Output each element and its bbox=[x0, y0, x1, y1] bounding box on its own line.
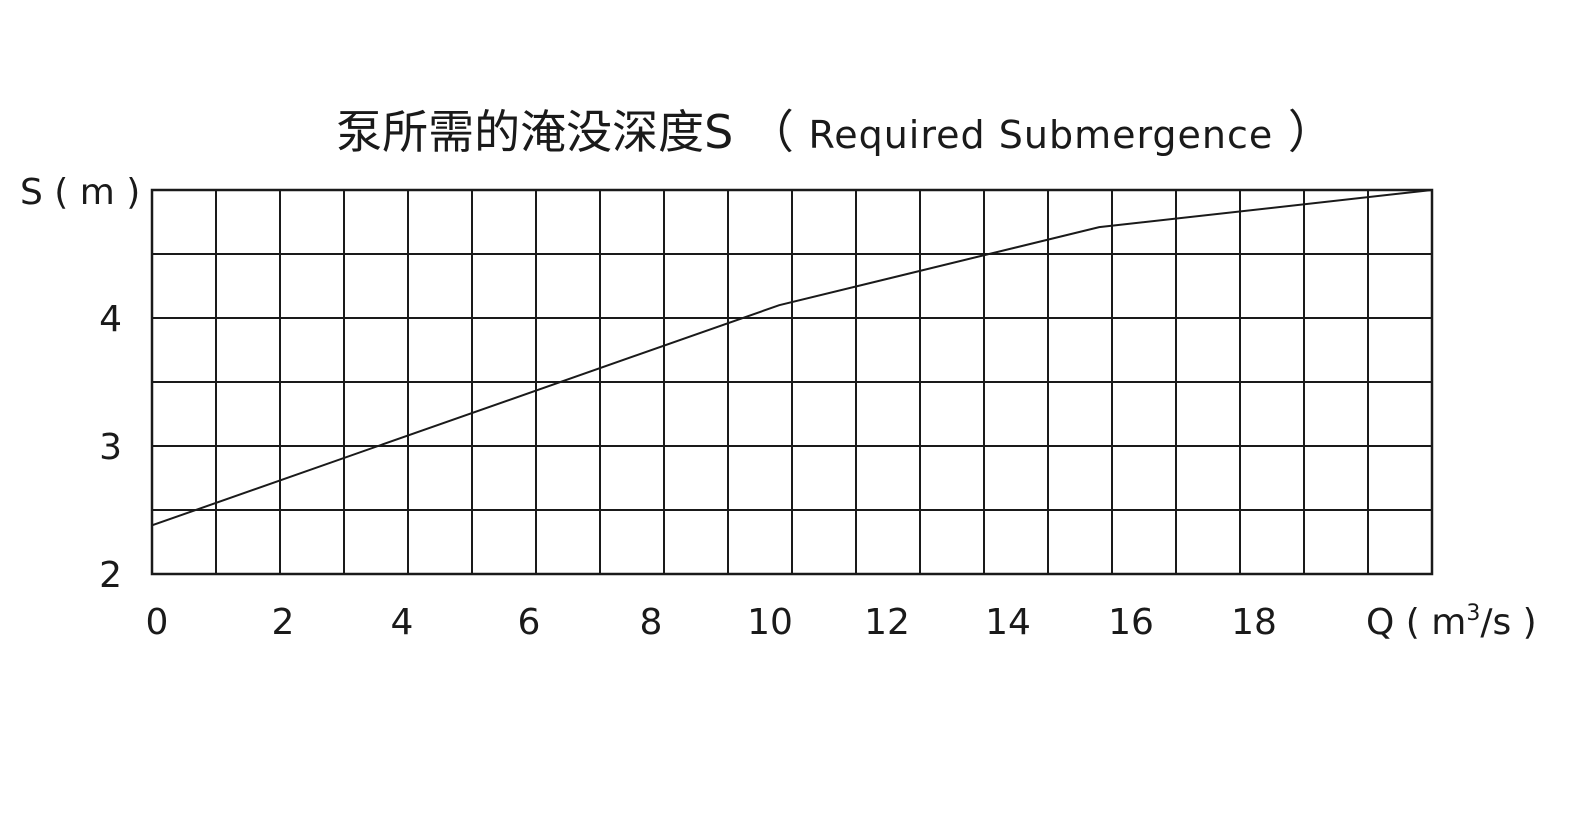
plot-frame bbox=[150, 188, 1434, 576]
y-tick-label: 4 bbox=[99, 299, 122, 340]
chart-title-cn: 泵所需的淹没深度S bbox=[336, 105, 734, 159]
x-tick-label: 2 bbox=[272, 602, 295, 643]
x-axis-label: Q ( m3/s ) bbox=[1366, 601, 1537, 643]
x-tick-label: 14 bbox=[985, 602, 1031, 643]
y-tick-label: 2 bbox=[99, 555, 122, 596]
grid-lines bbox=[151, 189, 1433, 575]
y-axis-label: S ( m ) bbox=[20, 172, 140, 213]
series-line bbox=[151, 189, 1433, 527]
x-tick-label: 10 bbox=[747, 602, 793, 643]
x-tick-label: 0 bbox=[146, 602, 169, 643]
x-tick-label: 12 bbox=[864, 602, 910, 643]
chart-title-en: Required Submergence bbox=[808, 113, 1274, 157]
chart-title: 泵所需的淹没深度S （ Required Submergence ） bbox=[336, 105, 1334, 159]
x-tick-label: 8 bbox=[640, 602, 663, 643]
data-series bbox=[151, 189, 1433, 527]
y-tick-label: 3 bbox=[99, 427, 122, 468]
x-axis-ticks: 0 2 4 6 8 10 12 14 16 18 bbox=[146, 602, 1277, 643]
x-tick-label: 18 bbox=[1231, 602, 1277, 643]
x-tick-label: 16 bbox=[1108, 602, 1154, 643]
x-tick-label: 4 bbox=[391, 602, 414, 643]
y-axis-ticks: 2 3 4 bbox=[99, 299, 122, 596]
x-tick-label: 6 bbox=[518, 602, 541, 643]
